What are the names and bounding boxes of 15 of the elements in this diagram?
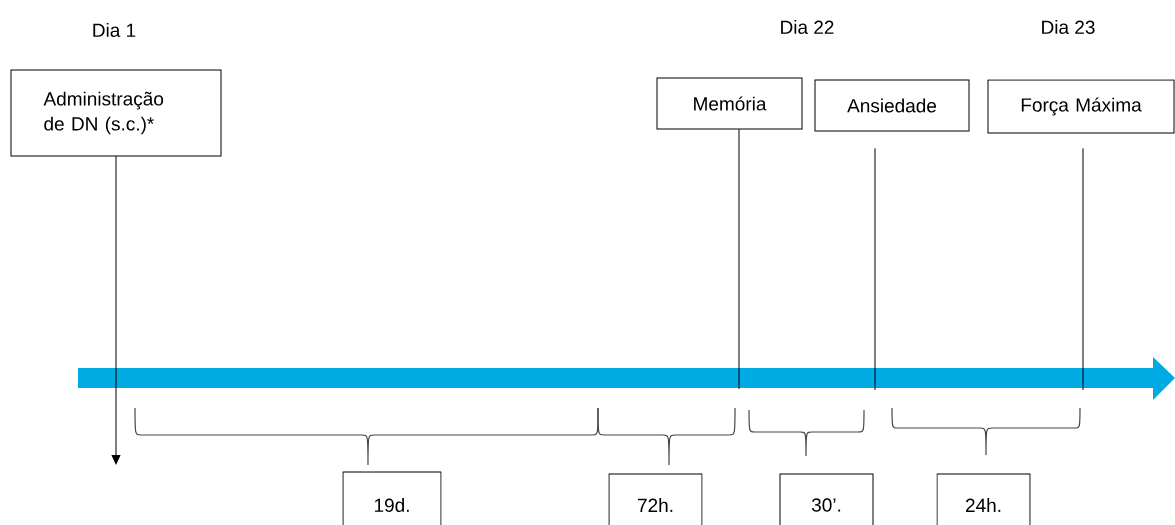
connector-line bbox=[738, 128, 740, 390]
event-box: Memória bbox=[656, 77, 803, 130]
duration-box: 30’. bbox=[779, 473, 874, 525]
event-box: Ansiedade bbox=[814, 79, 970, 132]
duration-box: 72h. bbox=[608, 473, 703, 525]
connector-line bbox=[874, 147, 876, 391]
duration-box: 24h. bbox=[936, 473, 1031, 525]
duration-box: 19d. bbox=[342, 471, 442, 525]
day-label: Dia 22 bbox=[781, 20, 834, 34]
day-label: Dia 1 bbox=[93, 23, 136, 37]
arrow bbox=[111, 155, 121, 465]
day-label: Dia 23 bbox=[1042, 20, 1095, 34]
connector-line bbox=[1082, 147, 1084, 391]
event-box: Força Máxima bbox=[987, 79, 1175, 134]
event-box: Administração de DN (s.c.)* bbox=[10, 69, 222, 157]
